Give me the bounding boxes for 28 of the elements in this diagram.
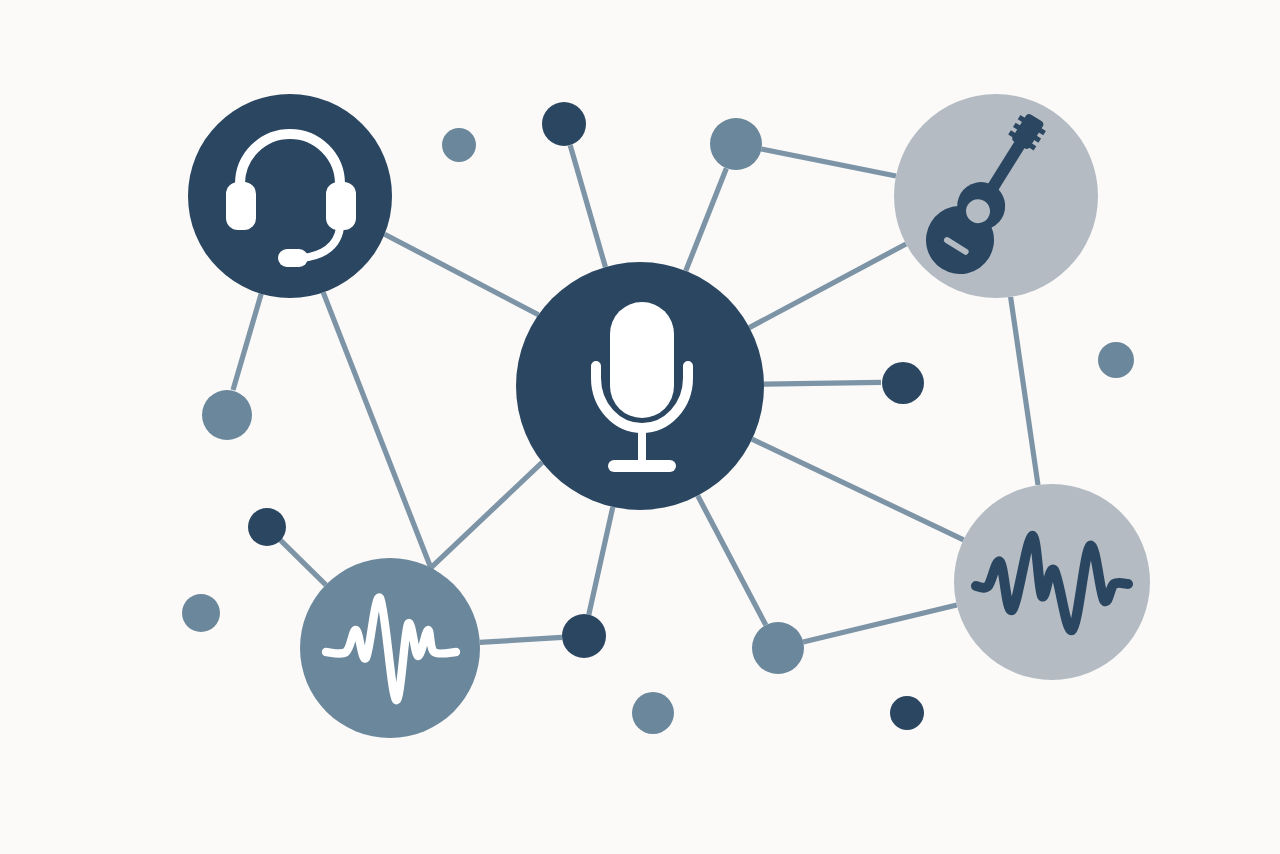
connector-line (429, 460, 544, 570)
connector-line (763, 379, 882, 387)
connector-line (277, 537, 328, 587)
connector-line (320, 291, 434, 569)
dot-icon (1098, 342, 1134, 378)
dot-icon (181, 593, 219, 631)
connector-line (586, 506, 616, 616)
dot-icon (889, 695, 923, 729)
connector-line (750, 436, 965, 543)
dot-icon (562, 614, 606, 658)
dot-icon (631, 691, 673, 733)
connector-line (760, 146, 897, 179)
dot-icon (201, 389, 251, 439)
connector-line (748, 241, 908, 330)
dot-icon (542, 102, 586, 146)
connector-line (683, 167, 729, 272)
connector-line (383, 231, 540, 318)
dot-icon (752, 622, 804, 674)
dot-icon (441, 127, 475, 161)
dot-icon (247, 507, 285, 545)
connector-line (695, 494, 769, 627)
connector-line (230, 293, 264, 391)
connector-line (802, 602, 958, 645)
connector-line (567, 144, 608, 268)
dot-icon (710, 118, 762, 170)
connector-line (479, 634, 563, 645)
connector-line (1008, 296, 1041, 486)
dot-icon (881, 361, 923, 403)
